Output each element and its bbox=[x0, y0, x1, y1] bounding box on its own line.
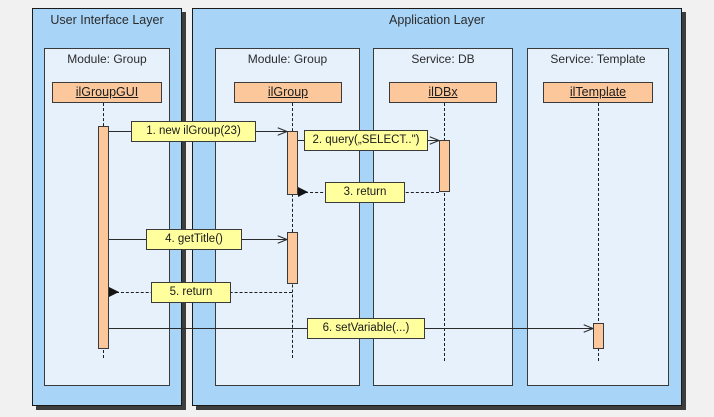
object-ildbx[interactable]: ilDBx bbox=[389, 82, 497, 103]
message-label-1[interactable]: 1. new ilGroup(23) bbox=[131, 121, 256, 142]
object-label-ilgroup: ilGroup bbox=[267, 85, 309, 99]
object-label-ilgroupgui: ilGroupGUI bbox=[75, 85, 139, 99]
object-label-ildbx: ilDBx bbox=[428, 85, 458, 99]
activation-ilgroup-2 bbox=[287, 232, 298, 284]
message-label-5[interactable]: 5. return bbox=[151, 282, 231, 303]
object-label-iltemplate: ilTemplate bbox=[569, 85, 627, 99]
object-ilgroup[interactable]: ilGroup bbox=[234, 82, 342, 103]
activation-ildbx-1 bbox=[439, 140, 450, 192]
layer-title-user-interface: User Interface Layer bbox=[50, 13, 164, 27]
arrowhead-solid-5 bbox=[109, 287, 119, 297]
object-iltemplate[interactable]: ilTemplate bbox=[543, 82, 653, 103]
lifeline-iltemplate bbox=[598, 103, 599, 361]
object-ilgroupgui[interactable]: ilGroupGUI bbox=[52, 82, 162, 103]
module-title-app-group: Module: Group bbox=[247, 52, 328, 66]
activation-iltemplate-1 bbox=[593, 323, 604, 349]
lifeline-ilgroup bbox=[292, 103, 293, 358]
module-title-app-db: Service: DB bbox=[411, 52, 475, 66]
arrowhead-solid-3 bbox=[298, 187, 308, 197]
activation-ilgroup-1 bbox=[287, 131, 298, 195]
message-label-2[interactable]: 2. query(„SELECT..") bbox=[304, 130, 428, 151]
layer-title-application: Application Layer bbox=[389, 13, 485, 27]
message-label-6[interactable]: 6. setVariable(...) bbox=[307, 318, 425, 339]
message-label-3[interactable]: 3. return bbox=[325, 182, 405, 203]
lifeline-ildbx bbox=[444, 103, 445, 361]
message-label-4[interactable]: 4. getTitle() bbox=[146, 229, 242, 250]
module-title-ui-group: Module: Group bbox=[67, 52, 147, 66]
module-title-app-tpl: Service: Template bbox=[550, 52, 646, 66]
activation-ilgroupgui bbox=[98, 126, 109, 349]
